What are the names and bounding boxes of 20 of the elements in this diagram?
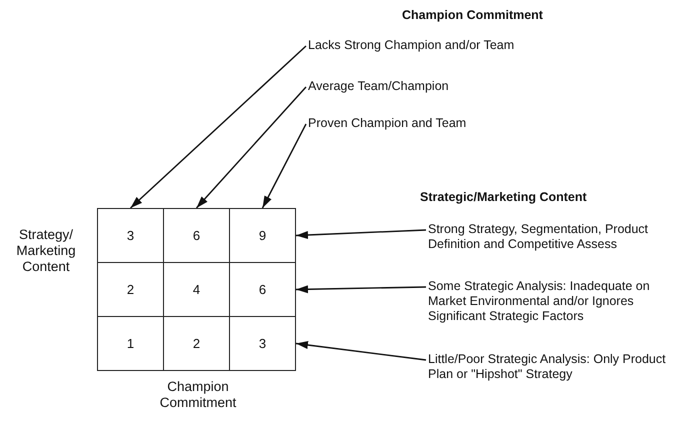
description-text: Some Strategic Analysis: Inadequate on Market Environmental and/or Ignores Significant Strategic Factors bbox=[428, 279, 690, 324]
arrow bbox=[130, 45, 306, 209]
axis-label: Strategy/ Marketing Content bbox=[15, 227, 77, 275]
grid-cell: 3 bbox=[97, 208, 164, 263]
axis-label: Champion Commitment bbox=[158, 379, 238, 411]
description-text: Average Team/Champion bbox=[308, 79, 508, 94]
arrow bbox=[296, 341, 426, 361]
arrow bbox=[296, 229, 426, 239]
description-text: Little/Poor Strategic Analysis: Only Product Plan or "Hipshot" Strategy bbox=[428, 352, 690, 382]
grid-cell: 1 bbox=[97, 316, 164, 371]
description-text: Proven Champion and Team bbox=[308, 116, 528, 131]
section-heading: Champion Commitment bbox=[402, 8, 544, 23]
arrow bbox=[262, 124, 307, 208]
description-text: Strong Strategy, Segmentation, Product Definition and Competitive Assess bbox=[428, 222, 690, 252]
arrow bbox=[296, 285, 426, 294]
arrow bbox=[196, 86, 307, 208]
description-text: Lacks Strong Champion and/or Team bbox=[308, 38, 568, 53]
grid-cell: 9 bbox=[229, 208, 296, 263]
section-heading: Strategic/Marketing Content bbox=[420, 190, 588, 205]
grid-cell: 3 bbox=[229, 316, 296, 371]
